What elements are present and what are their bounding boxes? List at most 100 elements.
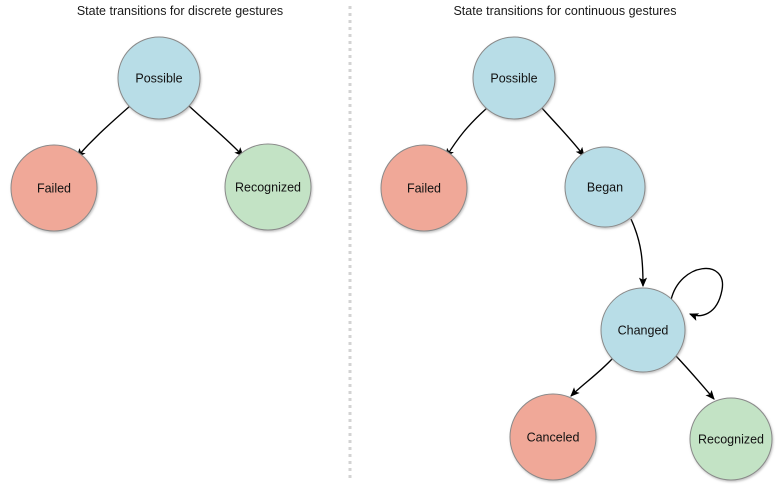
divider-dot xyxy=(348,349,352,352)
divider-dot xyxy=(348,76,352,79)
divider-dot xyxy=(348,370,352,373)
panel-title-continuous: State transitions for continuous gesture… xyxy=(453,4,676,18)
divider-dot xyxy=(348,167,352,170)
divider-dot xyxy=(348,230,352,233)
state-circle-possible2[interactable] xyxy=(472,36,556,120)
divider-dot xyxy=(348,377,352,380)
divider-dot xyxy=(348,405,352,408)
divider-dot xyxy=(348,195,352,198)
divider-dot xyxy=(348,412,352,415)
edge-changed-to-recognized xyxy=(675,355,715,400)
divider-dot xyxy=(348,209,352,212)
state-node-possible[interactable]: Possible xyxy=(117,36,201,120)
divider-dot xyxy=(348,181,352,184)
divider-dot xyxy=(348,83,352,86)
divider-dot xyxy=(348,272,352,275)
state-circle-canceled[interactable] xyxy=(509,393,597,481)
divider-dot xyxy=(348,223,352,226)
state-circle-recognized2[interactable] xyxy=(689,397,773,481)
edge-possible-to-failed xyxy=(76,105,131,158)
divider-dot xyxy=(348,454,352,457)
divider-dot xyxy=(348,216,352,219)
state-label-failed: Failed xyxy=(37,182,71,196)
divider-dot xyxy=(348,286,352,289)
divider-dot xyxy=(348,188,352,191)
divider-dot xyxy=(348,475,352,478)
divider-dot xyxy=(348,433,352,436)
divider-dot xyxy=(348,174,352,177)
panel-titles: State transitions for discrete gestures S… xyxy=(77,4,677,18)
state-node-changed[interactable]: Changed xyxy=(600,287,686,373)
divider-dot xyxy=(348,440,352,443)
state-node-began[interactable]: Began xyxy=(564,146,646,228)
state-label-failed2: Failed xyxy=(407,182,441,196)
divider-dot xyxy=(348,258,352,261)
divider-dot xyxy=(348,237,352,240)
divider-dot xyxy=(348,146,352,149)
divider-dot xyxy=(348,244,352,247)
divider-dot xyxy=(348,461,352,464)
divider-dot xyxy=(348,132,352,135)
divider-dot xyxy=(348,104,352,107)
state-label-began: Began xyxy=(587,181,623,195)
divider-dot xyxy=(348,279,352,282)
edge-possible-to-began xyxy=(540,106,585,157)
divider-dot xyxy=(348,139,352,142)
divider-dot xyxy=(348,356,352,359)
divider-dot xyxy=(348,153,352,156)
state-circle-recognized[interactable] xyxy=(224,143,312,231)
divider-dot xyxy=(348,202,352,205)
state-node-canceled[interactable]: Canceled xyxy=(509,393,597,481)
edge-began-to-changed xyxy=(630,218,648,288)
divider-dot xyxy=(348,27,352,30)
divider-dot xyxy=(348,335,352,338)
divider-dot xyxy=(348,321,352,324)
state-circle-failed[interactable] xyxy=(10,144,98,232)
divider-dot xyxy=(348,111,352,114)
state-label-possible: Possible xyxy=(135,72,182,86)
edge-changed-to-canceled xyxy=(570,357,614,397)
divider-dot xyxy=(348,97,352,100)
divider-dot xyxy=(348,6,352,9)
divider-dot xyxy=(348,13,352,16)
state-node-recognized[interactable]: Recognized xyxy=(224,143,312,231)
state-label-recognized2: Recognized xyxy=(698,433,764,447)
divider-dot xyxy=(348,20,352,23)
divider-dot xyxy=(348,118,352,121)
divider-dot xyxy=(348,426,352,429)
divider-dot xyxy=(348,342,352,345)
state-circle-possible[interactable] xyxy=(117,36,201,120)
panel-title-discrete: State transitions for discrete gestures xyxy=(77,4,283,18)
state-circle-changed[interactable] xyxy=(600,287,686,373)
state-node-failed2[interactable]: Failed xyxy=(380,144,468,232)
divider-dot xyxy=(348,468,352,471)
divider-dot xyxy=(348,328,352,331)
state-node-failed[interactable]: Failed xyxy=(10,144,98,232)
divider-dot xyxy=(348,62,352,65)
state-label-possible2: Possible xyxy=(490,72,537,86)
divider-dot xyxy=(348,251,352,254)
divider-dot xyxy=(348,314,352,317)
divider-dot xyxy=(348,391,352,394)
state-circle-failed2[interactable] xyxy=(380,144,468,232)
divider-dot xyxy=(348,90,352,93)
divider-dot xyxy=(348,55,352,58)
divider-dot xyxy=(348,265,352,268)
state-label-canceled: Canceled xyxy=(527,431,580,445)
divider-dot xyxy=(348,41,352,44)
state-node-possible2[interactable]: Possible xyxy=(472,36,556,120)
state-label-recognized: Recognized xyxy=(235,181,301,195)
divider-dot xyxy=(348,293,352,296)
state-node-recognized2[interactable]: Recognized xyxy=(689,397,773,481)
divider-dot xyxy=(348,363,352,366)
edge-changed-self-loop xyxy=(670,267,724,321)
edge-possible-to-recognized xyxy=(188,105,244,157)
divider-dot xyxy=(348,384,352,387)
state-circle-began[interactable] xyxy=(564,146,646,228)
panel-divider xyxy=(348,6,352,478)
state-label-changed: Changed xyxy=(618,324,669,338)
divider-dot xyxy=(348,447,352,450)
